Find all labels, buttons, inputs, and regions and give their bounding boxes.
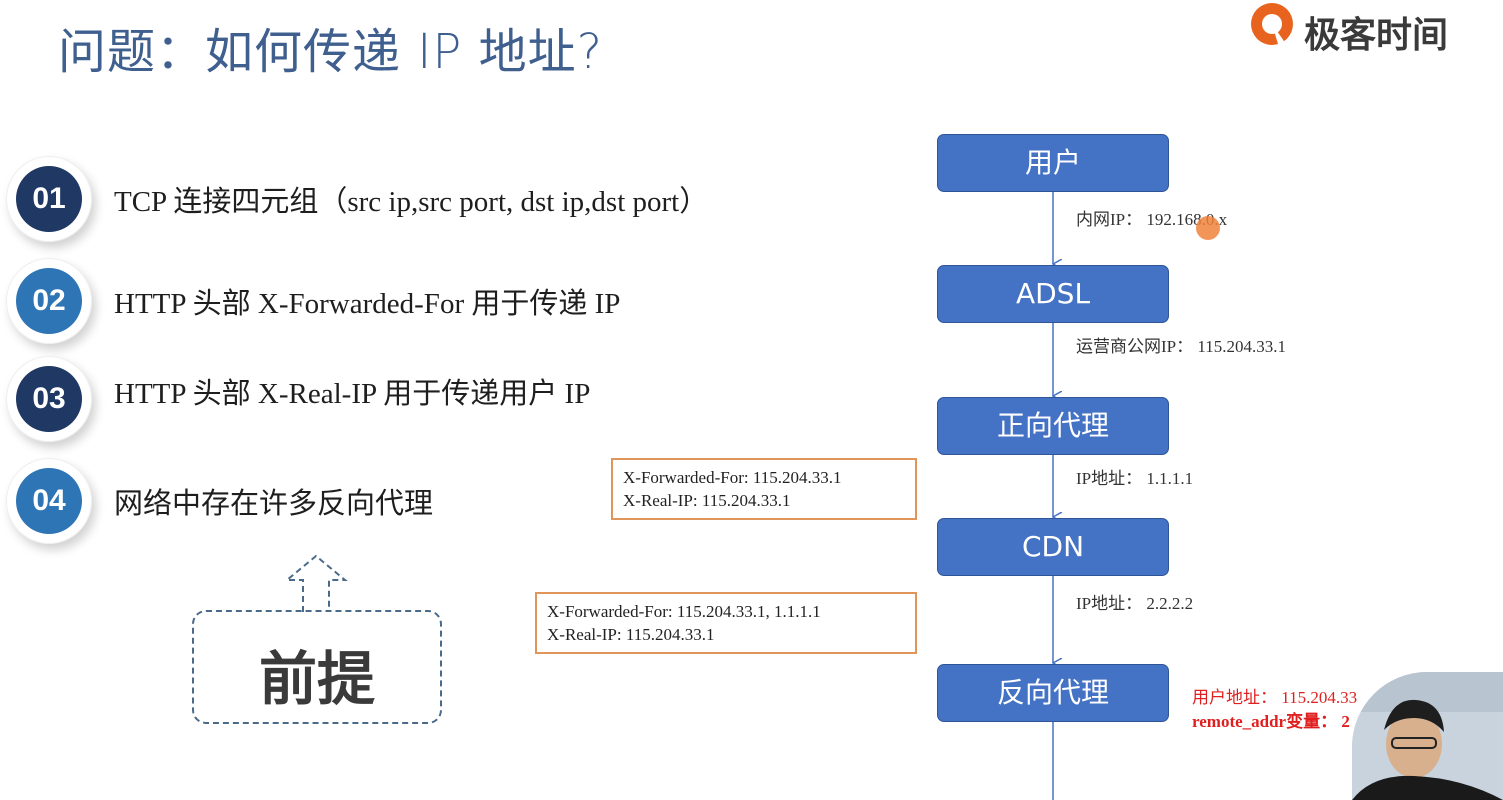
- geektime-logo-icon: [1251, 3, 1293, 45]
- xff-header: X-Forwarded-For: 115.204.33.1, 1.1.1.1: [547, 602, 821, 621]
- header-box-after-cdn: X-Forwarded-For: 115.204.33.1, 1.1.1.1 X…: [535, 592, 917, 654]
- page-title: 问题：如何传递 IP 地址?: [58, 24, 604, 80]
- flow-node-reverse-proxy: 反向代理: [937, 664, 1169, 722]
- premise-box: 前提: [192, 610, 442, 724]
- item-number-badge: 02: [16, 268, 82, 334]
- item-text: HTTP 头部 X-Real-IP 用于传递用户 IP: [114, 378, 591, 410]
- edge-label-isp-ip: 运营商公网IP： 115.204.33.1: [1076, 337, 1286, 356]
- edge-label-cdn-ip: IP地址： 2.2.2.2: [1076, 594, 1194, 613]
- header-box-after-forward-proxy: X-Forwarded-For: 115.204.33.1 X-Real-IP:…: [611, 458, 917, 520]
- presenter-avatar-icon: [1352, 672, 1503, 800]
- flow-node-forward-proxy: 正向代理: [937, 397, 1169, 455]
- item-number-badge: 03: [16, 366, 82, 432]
- xff-header: X-Forwarded-For: 115.204.33.1: [623, 468, 842, 487]
- logo-text: 极客时间: [1304, 15, 1449, 56]
- geektime-logo: 极客时间: [1248, 0, 1488, 56]
- list-item: 01 TCP 连接四元组（src ip,src port, dst ip,dst…: [6, 156, 708, 246]
- flow-node-cdn: CDN: [937, 518, 1169, 576]
- flow-node-user: 用户: [937, 134, 1169, 192]
- x-real-ip-header: X-Real-IP: 115.204.33.1: [623, 491, 791, 510]
- presenter-webcam: [1352, 672, 1503, 800]
- edge-label-proxy-ip: IP地址： 1.1.1.1: [1076, 469, 1194, 488]
- flow-node-adsl: ADSL: [937, 265, 1169, 323]
- user-address-label: 用户地址： 115.204.33: [1192, 688, 1358, 707]
- remote-addr-label: remote_addr变量： 2: [1192, 712, 1350, 731]
- list-item: 03 HTTP 头部 X-Real-IP 用于传递用户 IP: [6, 356, 596, 446]
- item-number-badge: 01: [16, 166, 82, 232]
- dashed-up-arrow-icon: [284, 554, 348, 612]
- edge-label-lan-ip: 内网IP： 192.168.0.x: [1076, 210, 1228, 229]
- item-number-badge: 04: [16, 468, 82, 534]
- list-item: 04 网络中存在许多反向代理: [6, 458, 596, 548]
- list-item: 02 HTTP 头部 X-Forwarded-For 用于传递 IP: [6, 258, 620, 348]
- item-text: TCP 连接四元组（src ip,src port, dst ip,dst po…: [114, 186, 709, 218]
- mouse-cursor-icon: [1196, 216, 1220, 240]
- item-text: 网络中存在许多反向代理: [114, 488, 434, 520]
- x-real-ip-header: X-Real-IP: 115.204.33.1: [547, 625, 715, 644]
- premise-label: 前提: [258, 645, 375, 713]
- item-text: HTTP 头部 X-Forwarded-For 用于传递 IP: [114, 288, 621, 320]
